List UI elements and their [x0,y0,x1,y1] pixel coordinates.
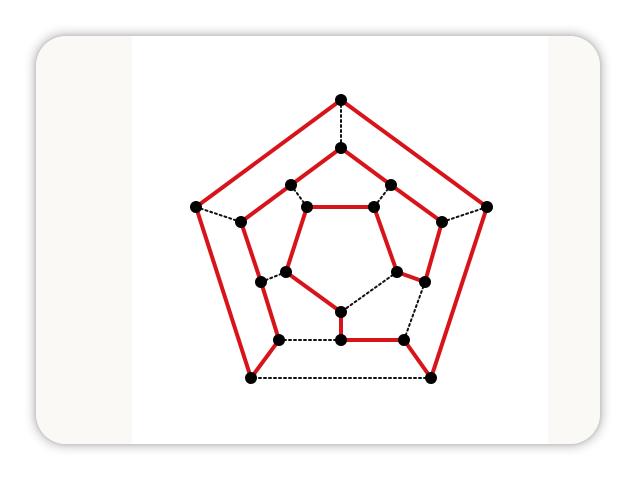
vertex [481,201,493,213]
vertex [425,372,437,384]
graph-vertices [190,94,493,384]
card-margin-left [36,36,132,444]
vertex [436,216,448,228]
vertex [235,216,247,228]
cycle-edge [423,220,444,284]
vertex [385,179,397,191]
vertex [280,266,292,278]
card-margin-right [548,36,600,444]
vertex [335,334,347,346]
cycle-edge [372,205,399,274]
cycle-edge [284,205,309,274]
cycle-edge [239,220,263,284]
vertex [301,201,313,213]
vertex [398,334,410,346]
dotted-edge [441,206,488,223]
vertex [368,201,380,213]
vertex [335,142,347,154]
cycle-edge [339,146,393,187]
cycle-edge [402,338,433,380]
vertex [335,306,347,318]
cycle-edge [194,98,343,209]
cycle-edge [389,183,444,224]
vertex [190,201,202,213]
cycle-edge [249,338,281,380]
dotted-edge [403,281,426,341]
cycle-edge [284,270,343,314]
cycle-edge [239,183,293,224]
non-cycle-edges [195,99,488,379]
vertex [285,179,297,191]
dotted-edge [195,206,242,223]
cycle-edge [339,98,489,209]
vertex [419,276,431,288]
vertex [245,372,257,384]
vertex [391,266,403,278]
vertex [255,276,267,288]
dotted-edge [340,271,398,313]
cycle-edge [289,146,343,187]
cycle-edge [429,205,489,380]
image-card [36,36,600,444]
vertex [273,334,285,346]
cycle-edge [194,205,253,380]
vertex [335,94,347,106]
cycle-edge [259,280,281,342]
